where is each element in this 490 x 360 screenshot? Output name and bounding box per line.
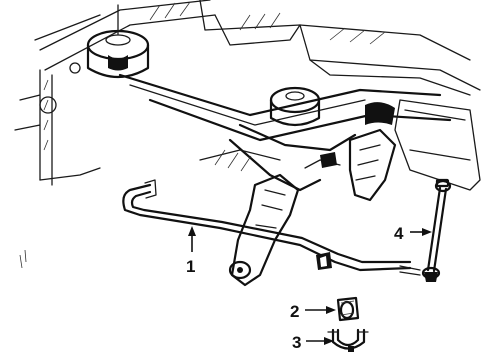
callout-3-label: 3: [292, 333, 301, 352]
stabilizer-link: [399, 178, 452, 282]
bushing-clamp: [327, 328, 369, 352]
vehicle-frame: [14, 0, 481, 287]
callout-2-arrow: [326, 306, 336, 314]
callout-2-label: 2: [290, 302, 299, 321]
callout-1-arrow: [188, 226, 196, 236]
callout-3: 3: [292, 333, 334, 352]
callout-4-arrow: [422, 228, 432, 236]
callout-3-arrow: [324, 337, 334, 345]
bushing: [336, 296, 360, 322]
callout-4: 4: [394, 224, 432, 243]
callout-1-label: 1: [186, 257, 195, 276]
stabilizer-bar: [122, 179, 412, 272]
callout-1: 1: [186, 226, 196, 276]
callout-2: 2: [290, 302, 336, 321]
callout-4-label: 4: [394, 224, 404, 243]
